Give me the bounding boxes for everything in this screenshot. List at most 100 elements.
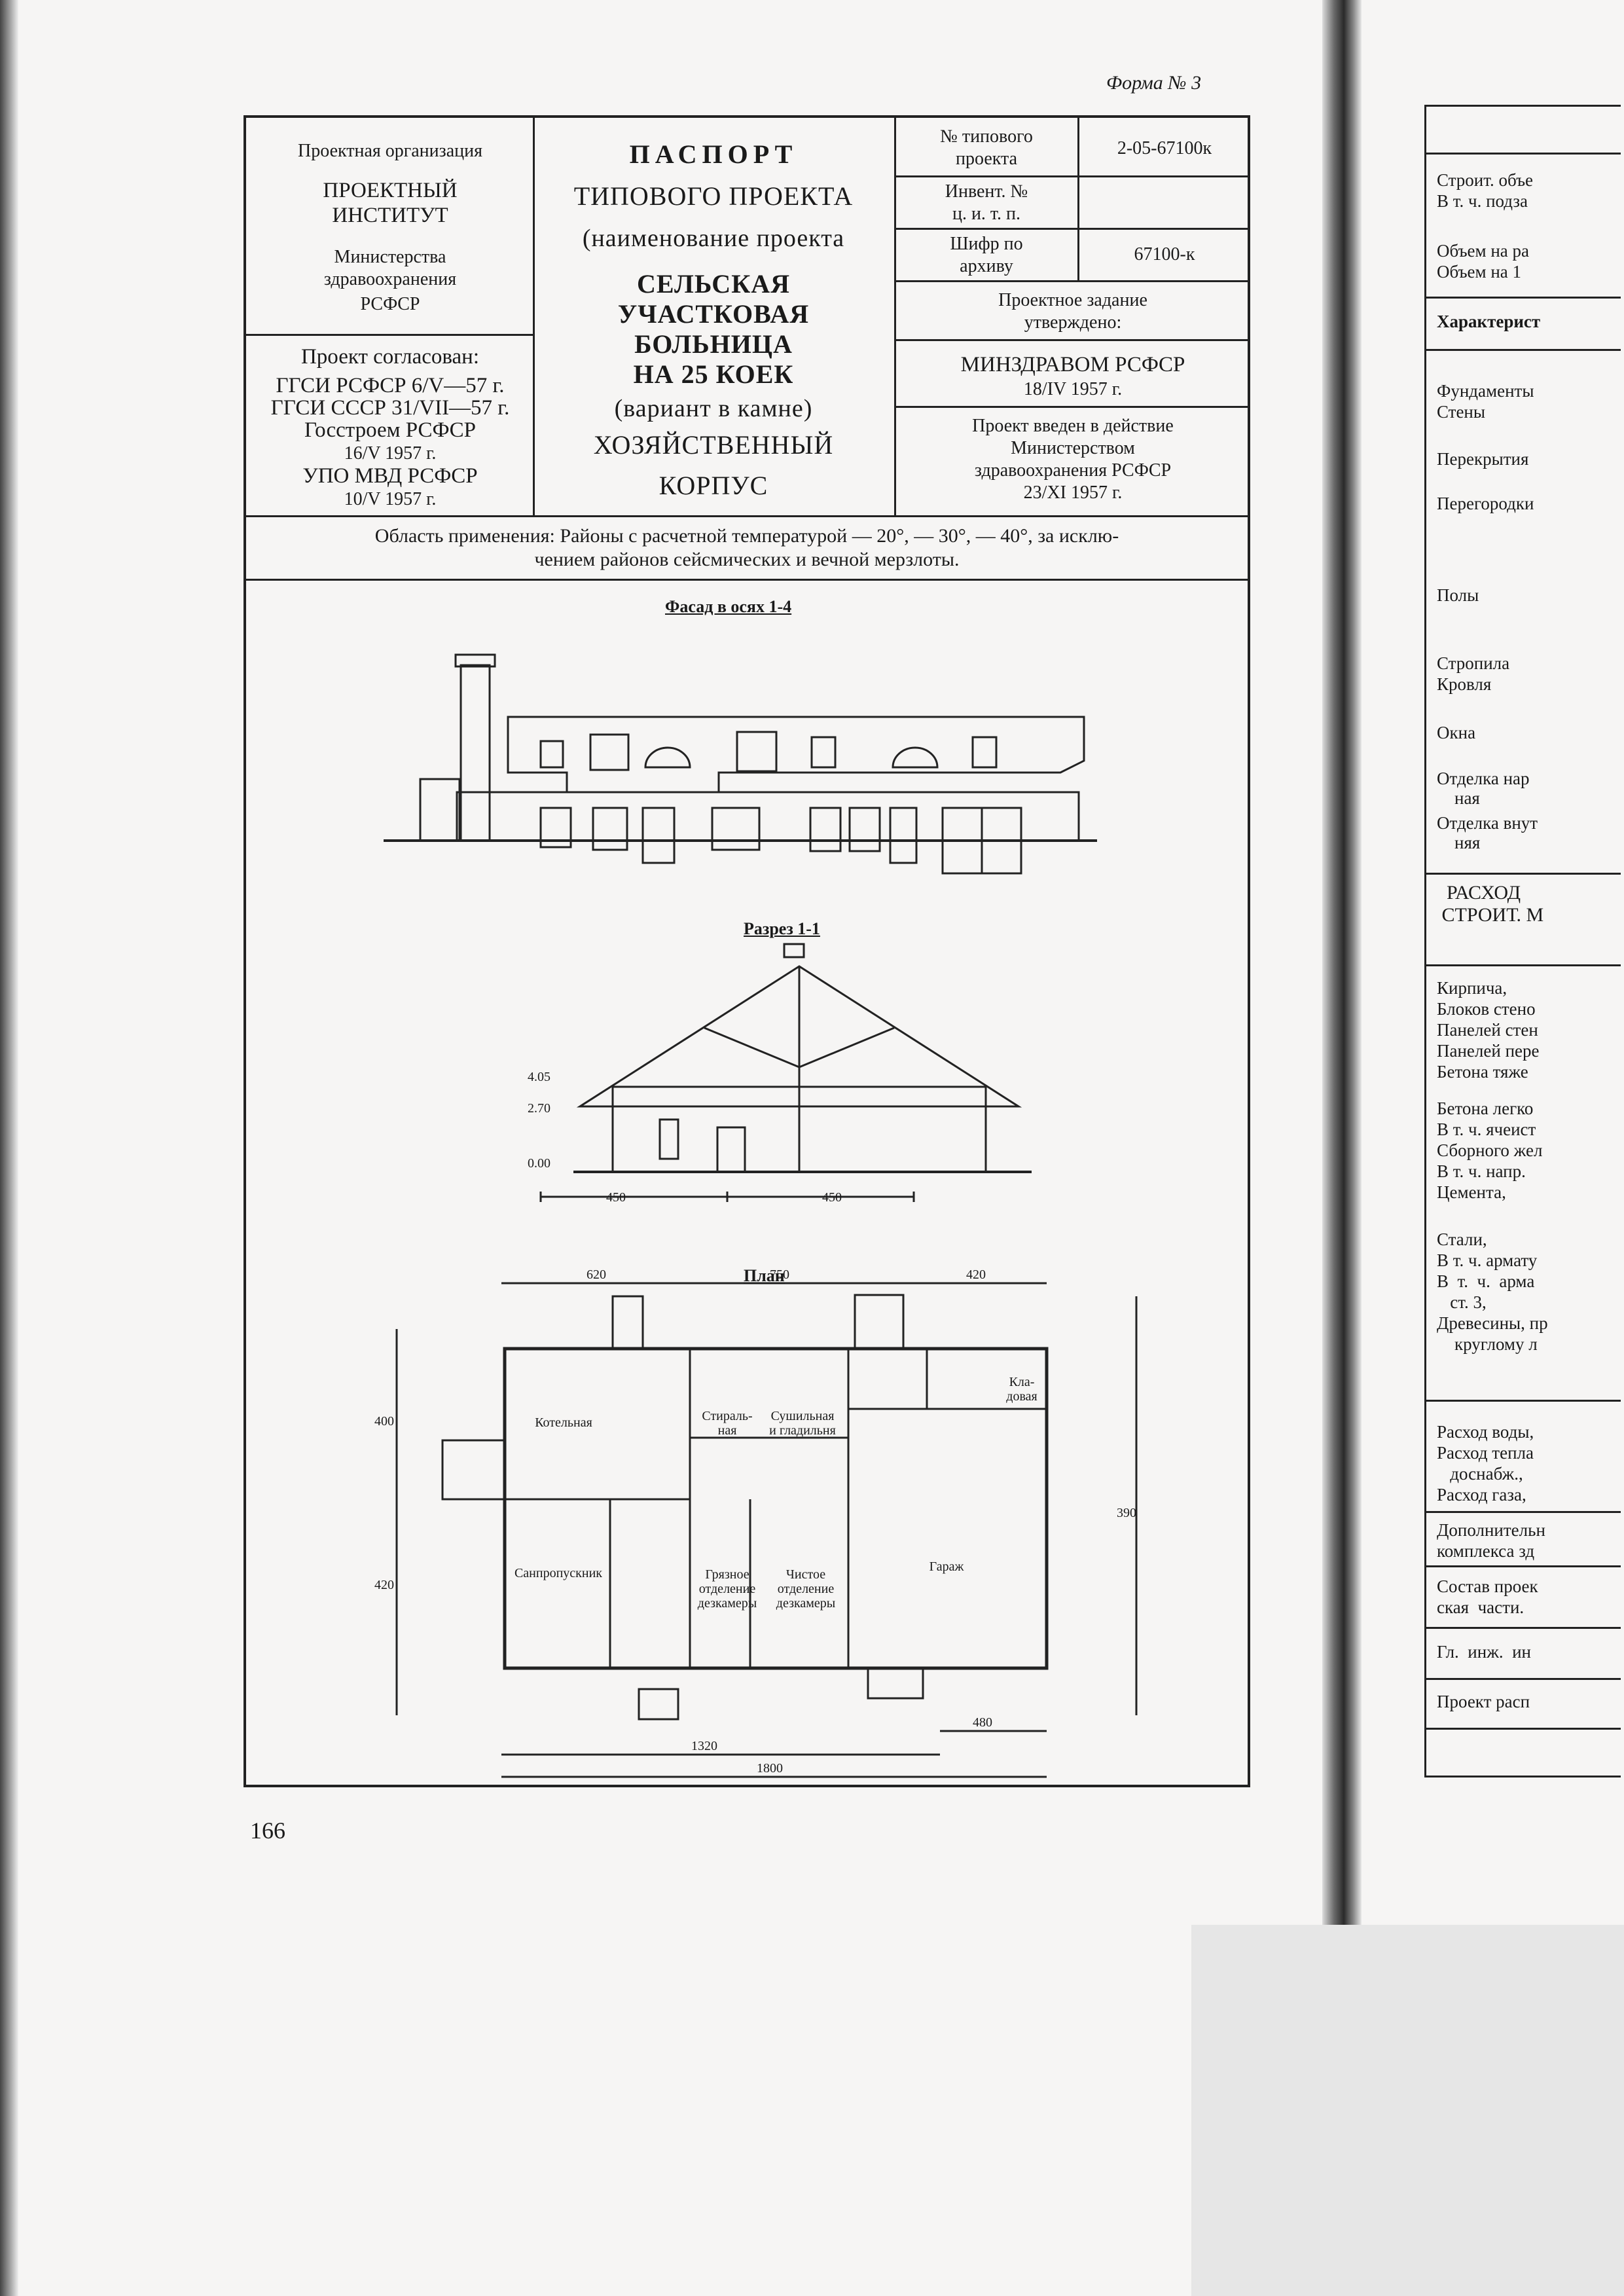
passport-sheet: Проектная организация ПРОЕКТНЫЙ ИНСТИТУТ…	[244, 115, 1250, 1787]
right-row: Древесины, пр	[1437, 1313, 1548, 1333]
right-row: Характерист	[1437, 312, 1541, 331]
page-number: 166	[250, 1817, 285, 1844]
right-row: Блоков стено	[1437, 999, 1536, 1019]
right-row: ст. 3,	[1437, 1292, 1487, 1312]
room-label: Кла-	[1009, 1375, 1035, 1389]
room-label: Грязное	[705, 1567, 749, 1582]
right-row: В т. ч. арма	[1437, 1271, 1535, 1291]
right-row: В т. ч. подза	[1437, 191, 1528, 211]
right-row: РАСХОД	[1437, 882, 1521, 903]
dimension: 450	[606, 1190, 626, 1205]
floor-plan	[395, 1282, 1138, 1778]
dimension: 450	[822, 1190, 842, 1205]
project-building: КОРПУС	[659, 471, 768, 500]
right-row: Гл. инж. ин	[1437, 1642, 1532, 1662]
section-label: Разрез 1-1	[744, 919, 820, 938]
room-label: дезкамеры	[697, 1596, 757, 1611]
passport-title: ПАСПОРТ	[629, 139, 798, 169]
agreed-line: ГГСИ РСФСР 6/V—57 г.	[276, 374, 505, 397]
project-name: БОЛЬНИЦА	[634, 329, 793, 359]
dimension: 620	[586, 1267, 606, 1282]
room-label: и гладильня	[769, 1423, 836, 1438]
divider	[1077, 118, 1079, 280]
room-label: отделение	[698, 1582, 756, 1596]
room-label: ная	[717, 1423, 737, 1438]
room-label: Чистое	[785, 1567, 826, 1582]
plan-label: План	[744, 1266, 785, 1285]
approved-by: МИНЗДРАВОМ РСФСР	[960, 353, 1185, 376]
right-row: Стропила	[1437, 653, 1510, 673]
right-row: Стены	[1437, 402, 1486, 422]
drawing-svg	[384, 653, 1138, 1778]
right-row: Проект расп	[1437, 1692, 1530, 1711]
right-row: ная	[1437, 788, 1480, 808]
room-label: Стираль-	[702, 1409, 753, 1423]
divider	[1426, 1728, 1621, 1730]
right-row: СТРОИТ. М	[1437, 904, 1544, 926]
right-row: Отделка внут	[1437, 813, 1538, 833]
dimension: 1800	[757, 1761, 783, 1776]
page-edge-shadow	[0, 0, 18, 2296]
right-row: круглому л	[1437, 1334, 1538, 1354]
elevation-mark: 0.00	[528, 1156, 550, 1171]
org-label: Проектная организация	[298, 141, 482, 161]
divider	[1426, 964, 1621, 966]
right-row: Бетона тяже	[1437, 1062, 1528, 1082]
enacted-line: Проект введен в действие	[972, 416, 1174, 436]
right-row: Состав проек	[1437, 1576, 1538, 1596]
divider	[894, 228, 1248, 230]
right-row: Расход газа,	[1437, 1485, 1526, 1504]
cipher-value: 67100-к	[1134, 244, 1195, 264]
project-name-caption: (наименование проекта	[582, 225, 845, 252]
right-row: Перекрытия	[1437, 449, 1529, 469]
approved-label: Проектное задание	[998, 290, 1147, 310]
right-row: Расход тепла	[1437, 1443, 1534, 1463]
org-name-2: ИНСТИТУТ	[332, 204, 448, 227]
divider	[533, 118, 535, 515]
facade-label: Фасад в осях 1-4	[665, 597, 792, 616]
dimension: 400	[374, 1414, 394, 1429]
cipher-label: Шифр по	[950, 234, 1023, 254]
scan-shade	[1191, 1925, 1624, 2296]
right-row: Стали,	[1437, 1230, 1487, 1249]
right-row: комплекса зд	[1437, 1541, 1535, 1561]
application-area-line: чением районов сейсмических и вечной мер…	[534, 549, 960, 570]
application-area: Область применения: Районы с расчетной т…	[246, 515, 1248, 581]
architectural-drawing: Фасад в осях 1-4 Разрез 1-1 План 450 450…	[246, 583, 1248, 1785]
org-ministry-3: РСФСР	[360, 294, 420, 314]
project-name: УЧАСТКОВАЯ	[617, 299, 810, 329]
room-label: Санпропускник	[514, 1566, 603, 1580]
typical-no-label: № типового	[940, 126, 1033, 147]
divider	[1426, 873, 1621, 875]
typical-no-value: 2-05-67100к	[1117, 138, 1212, 158]
right-row: Бетона легко	[1437, 1099, 1534, 1118]
approved-date: 18/IV 1957 г.	[1023, 379, 1123, 399]
right-row: Объем на 1	[1437, 262, 1522, 282]
right-row: доснабж.,	[1437, 1464, 1523, 1484]
divider	[1426, 1678, 1621, 1680]
room-label: Гараж	[929, 1559, 964, 1574]
agreed-line: 10/V 1957 г.	[344, 489, 437, 509]
divider	[1426, 153, 1621, 155]
room-label: Сушильная	[770, 1409, 835, 1423]
enacted-line: 23/XI 1957 г.	[1023, 483, 1123, 503]
divider	[894, 280, 1248, 282]
divider	[1426, 1627, 1621, 1629]
project-name: СЕЛЬСКАЯ	[637, 269, 790, 299]
right-row: В т. ч. армату	[1437, 1250, 1538, 1270]
divider	[246, 334, 533, 336]
agreed-line: 16/V 1957 г.	[344, 443, 437, 464]
approved-label: утверждено:	[1024, 312, 1122, 333]
passport-header: Проектная организация ПРОЕКТНЫЙ ИНСТИТУТ…	[246, 118, 1248, 517]
agreed-line: Госстроем РСФСР	[304, 418, 476, 442]
dimension: 420	[966, 1267, 986, 1282]
right-row: Строит. объе	[1437, 170, 1534, 190]
elevation-mark: 2.70	[528, 1101, 550, 1116]
org-ministry-1: Министерства	[334, 247, 446, 267]
enacted-line: Министерством	[1011, 438, 1135, 458]
passport-subtitle: ТИПОВОГО ПРОЕКТА	[573, 181, 854, 211]
project-building: ХОЗЯЙСТВЕННЫЙ	[593, 430, 834, 460]
room-label: дезкамеры	[776, 1596, 836, 1611]
divider	[894, 406, 1248, 408]
book-gutter	[1322, 0, 1362, 2296]
